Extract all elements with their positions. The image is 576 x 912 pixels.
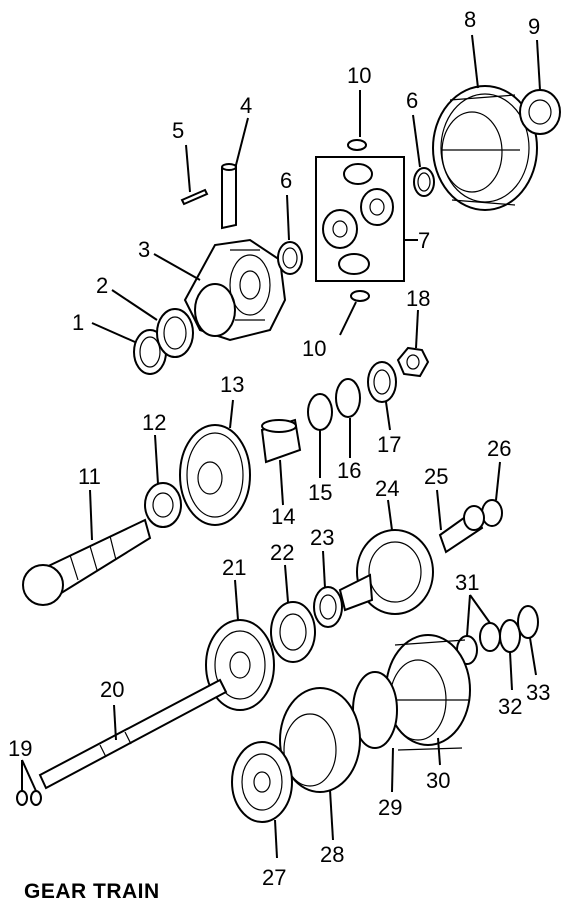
part-33-snap-ring xyxy=(517,605,539,639)
part-16-snap-ring xyxy=(335,378,361,418)
part-13-gear xyxy=(179,424,251,526)
part-12-bearing xyxy=(144,482,182,528)
callout-26: 26 xyxy=(487,436,511,461)
callout-11: 11 xyxy=(78,464,101,489)
part-9-bearing xyxy=(519,89,561,135)
part-11-pinion-shaft xyxy=(22,518,152,606)
part-19-rings xyxy=(16,790,42,806)
callout-14: 14 xyxy=(271,504,295,529)
part-10-washer-bottom xyxy=(350,290,370,302)
part-15-snap-ring xyxy=(307,393,333,431)
callout-31: 31 xyxy=(455,570,479,595)
callout-20: 20 xyxy=(100,677,124,702)
callout-1: 1 xyxy=(72,310,84,335)
part-6-washer-right xyxy=(413,167,435,197)
part-2-bearing xyxy=(156,308,194,358)
callout-9: 9 xyxy=(528,14,540,39)
callout-labels: 1 2 3 4 5 6 6 7 8 9 10 10 11 12 13 14 15… xyxy=(8,7,550,890)
callout-19: 19 xyxy=(8,736,32,761)
callout-13: 13 xyxy=(220,372,244,397)
callout-27: 27 xyxy=(262,865,286,890)
part-26-washer xyxy=(481,499,503,527)
part-28-sleeve-gear xyxy=(279,687,361,793)
callout-23: 23 xyxy=(310,525,334,550)
callout-2: 2 xyxy=(96,273,108,298)
part-23-ring xyxy=(313,586,343,628)
callout-6a: 6 xyxy=(280,168,292,193)
callout-17: 17 xyxy=(377,432,401,457)
callout-32: 32 xyxy=(498,694,522,719)
callout-24: 24 xyxy=(375,476,399,501)
part-31-rings xyxy=(456,622,501,665)
callout-10b: 10 xyxy=(302,336,326,361)
part-25-shaft xyxy=(438,505,485,554)
part-30-drum-gear xyxy=(385,634,471,751)
part-20-shaft xyxy=(38,678,228,790)
part-27-gear xyxy=(231,741,293,823)
callout-10a: 10 xyxy=(347,63,371,88)
part-8-ring-gear xyxy=(432,85,538,211)
callout-21: 21 xyxy=(222,555,246,580)
callout-25: 25 xyxy=(424,464,448,489)
part-17-bearing xyxy=(367,361,397,403)
callout-8: 8 xyxy=(464,7,476,32)
callout-12: 12 xyxy=(142,410,166,435)
callout-4: 4 xyxy=(240,93,252,118)
part-6-washer-left xyxy=(277,241,303,275)
callout-15: 15 xyxy=(308,480,332,505)
callout-33: 33 xyxy=(526,680,550,705)
part-22-bearing xyxy=(270,601,316,663)
callout-28: 28 xyxy=(320,842,344,867)
part-7-gear-kit-box xyxy=(315,156,418,282)
part-5-pin xyxy=(180,188,209,206)
callout-6b: 6 xyxy=(406,88,418,113)
leader-lines xyxy=(21,34,541,859)
callout-18: 18 xyxy=(406,286,430,311)
callout-30: 30 xyxy=(426,768,450,793)
callout-7: 7 xyxy=(418,228,430,253)
part-18-nut xyxy=(396,346,430,378)
callout-29: 29 xyxy=(378,795,402,820)
part-10-washer-top xyxy=(347,139,367,151)
callout-22: 22 xyxy=(270,540,294,565)
part-3-differential-case xyxy=(183,238,287,342)
part-32-washer xyxy=(499,619,521,653)
part-14-collar xyxy=(260,418,302,464)
part-4-pinion-shaft xyxy=(221,163,237,230)
diagram-title: GEAR TRAIN xyxy=(24,880,160,903)
callout-5: 5 xyxy=(172,118,184,143)
callout-3: 3 xyxy=(138,237,150,262)
callout-16: 16 xyxy=(337,458,361,483)
part-24-clutch-hub xyxy=(338,529,434,615)
